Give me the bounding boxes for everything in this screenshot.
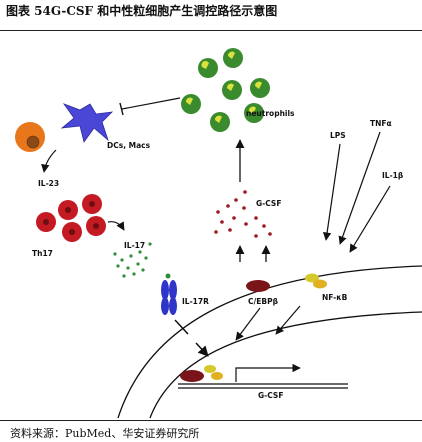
lps-label: LPS [330, 131, 346, 140]
receptor-signal-dash-1 [174, 319, 189, 335]
bottom-rule [0, 420, 422, 421]
th17-label: Th17 [32, 249, 53, 258]
nuclear-membrane [149, 311, 422, 419]
lps-arrow [322, 143, 341, 241]
macrophage-nucleus [26, 135, 40, 149]
inhibition-bar [119, 102, 124, 116]
dcs-macs-label: DCs, Macs [107, 141, 151, 150]
cebpb-translocation-arrow [235, 307, 261, 341]
receptor-signal-dash-2 [195, 342, 209, 357]
gcsf-secreted-label: G-CSF [256, 199, 281, 208]
top-rule [0, 30, 422, 31]
source-note: 资料来源：PubMed、华安证券研究所 [10, 427, 200, 440]
neutrophils-label: neutrophils [246, 109, 295, 118]
il1-arrow [349, 185, 391, 253]
neutrophil-cluster [181, 48, 270, 132]
cebpb-label: C/EBPβ [248, 297, 279, 306]
nfkb-translocation-arrow [275, 305, 301, 335]
tnf-arrow [338, 131, 381, 245]
nuclear-nfkb-1 [204, 365, 216, 373]
gcsf-secreted-dots [214, 190, 272, 238]
tnf-label: TNFα [370, 119, 392, 128]
il17-label: IL-17 [124, 241, 145, 250]
dendritic-cell [60, 103, 114, 143]
th17-cluster [36, 194, 106, 242]
nfkb-protein [305, 273, 327, 289]
cebpb-protein [246, 280, 270, 292]
il17r-receptor [161, 273, 177, 315]
il1-label: IL-1β [382, 171, 404, 180]
il17r-label: IL-17R [182, 297, 209, 306]
nuclear-cebpb [180, 370, 204, 382]
nfkb-label: NF-κB [322, 293, 348, 302]
outer-membrane [117, 265, 422, 419]
transcription-arrow [235, 363, 301, 382]
gcsf-gene-label: G-CSF [258, 391, 283, 400]
il17-arrow [107, 221, 125, 231]
figure-caption: 图表 54G-CSF 和中性粒细胞产生调控路径示意图 [6, 4, 278, 18]
il23-arrow [41, 149, 57, 173]
il23-label: IL-23 [38, 179, 59, 188]
il17-dots [113, 242, 152, 278]
inhibition-line [121, 97, 181, 110]
nuclear-nfkb-2 [211, 372, 223, 380]
